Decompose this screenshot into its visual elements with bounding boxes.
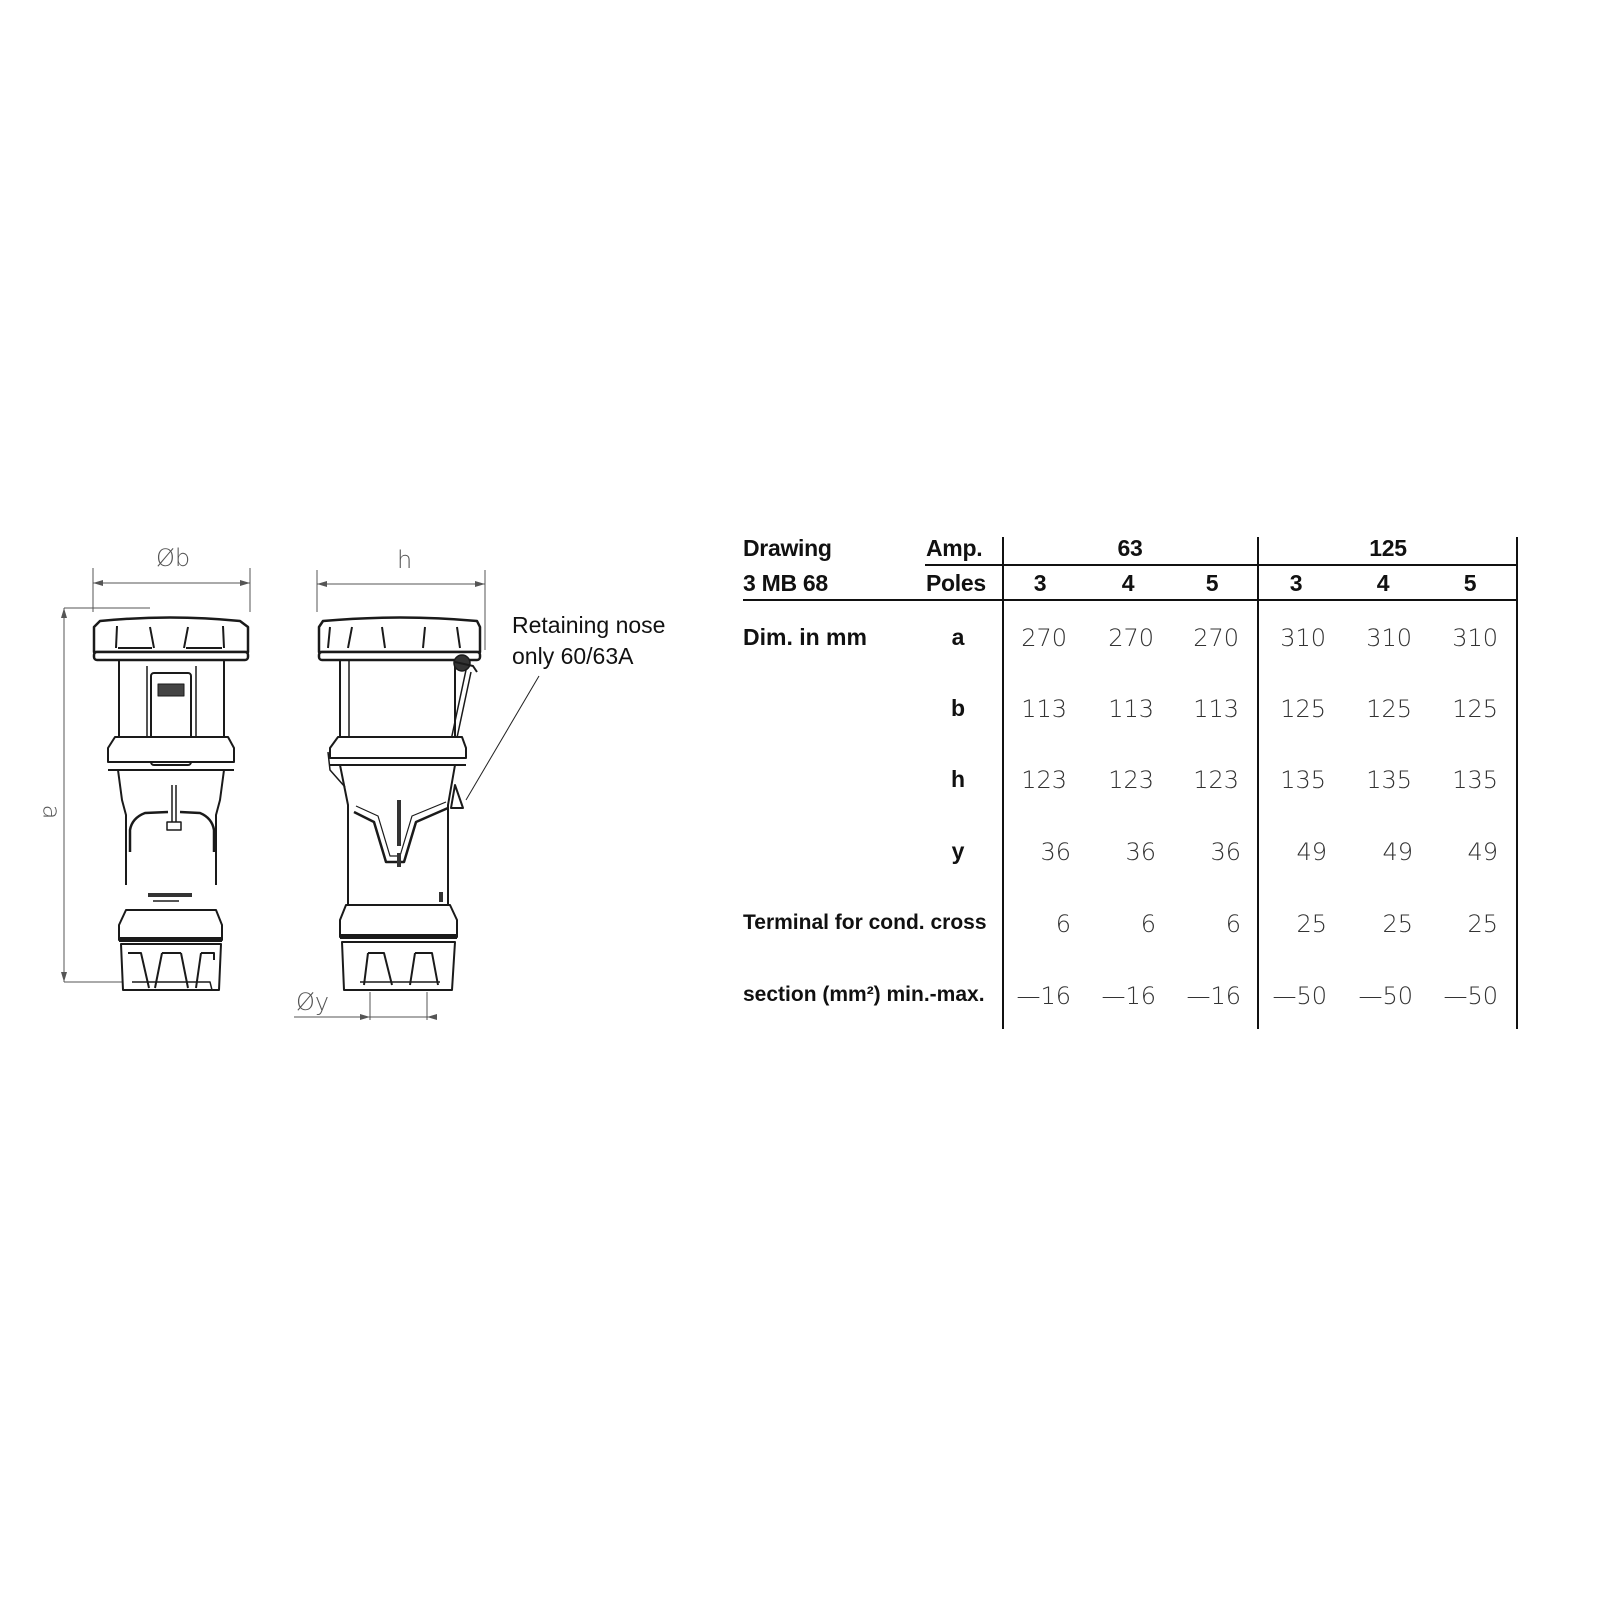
cell-h-125-5: 135	[1452, 766, 1498, 794]
cell-tmin-125-3: 25	[1296, 910, 1327, 938]
poles-header-label: Poles	[926, 570, 986, 596]
dimension-b-label: Øb	[156, 544, 191, 572]
drawing-number: 3 MB 68	[743, 570, 828, 596]
cell-y-63-4: 36	[1125, 838, 1156, 866]
cell-a-125-3: 310	[1280, 624, 1326, 652]
cell-y-125-5: 49	[1467, 838, 1498, 866]
cell-b-125-4: 125	[1366, 695, 1412, 723]
amp-group-125: 125	[1369, 535, 1407, 561]
cell-b-63-4: 113	[1108, 695, 1154, 723]
connector-drawing-svg	[61, 568, 540, 1020]
cell-h-63-5: 123	[1193, 766, 1239, 794]
callout-leader-line	[465, 675, 540, 801]
cell-b-125-3: 125	[1280, 695, 1326, 723]
cell-tmax-63-5: —16	[1186, 982, 1241, 1010]
cell-tmin-125-4: 25	[1382, 910, 1413, 938]
cell-b-63-3: 113	[1021, 695, 1067, 723]
cell-tmax-63-4: —16	[1101, 982, 1156, 1010]
technical-drawing: a Øb h Øy Retaining nose only 60/63A	[0, 0, 720, 1600]
row-key-h: h	[950, 766, 966, 792]
row-key-a: a	[951, 624, 965, 650]
cell-tmin-63-4: 6	[1140, 910, 1156, 938]
front-view	[61, 568, 251, 991]
cell-h-125-3: 135	[1280, 766, 1326, 794]
cell-tmax-125-4: —50	[1358, 982, 1413, 1010]
terminal-label-line1: Terminal for cond. cross	[743, 911, 987, 934]
terminal-label-line2: section (mm²) min.-max.	[743, 983, 985, 1006]
callout-line-1: Retaining nose	[512, 612, 666, 638]
cell-y-63-5: 36	[1210, 838, 1241, 866]
cell-a-63-5: 270	[1193, 624, 1239, 652]
header-rule-amp	[925, 564, 1518, 566]
vertical-rule-2	[1257, 537, 1259, 1029]
dim-in-mm-label: Dim. in mm	[743, 624, 867, 650]
cell-h-63-4: 123	[1108, 766, 1154, 794]
poles-125-3: 3	[1289, 570, 1303, 596]
amp-group-63: 63	[1117, 535, 1143, 561]
retaining-nose-callout: Retaining nose only 60/63A	[512, 610, 665, 672]
cell-a-63-3: 270	[1021, 624, 1067, 652]
cell-y-125-3: 49	[1296, 838, 1327, 866]
cell-tmax-63-3: —16	[1016, 982, 1071, 1010]
poles-63-5: 5	[1205, 570, 1219, 596]
poles-125-5: 5	[1463, 570, 1477, 596]
header-rule-poles	[743, 599, 1518, 601]
cell-tmin-125-5: 25	[1467, 910, 1498, 938]
cell-tmax-125-5: —50	[1443, 982, 1498, 1010]
cell-tmin-63-5: 6	[1225, 910, 1241, 938]
cell-y-63-3: 36	[1040, 838, 1071, 866]
side-view	[294, 570, 486, 1020]
cell-b-125-5: 125	[1452, 695, 1498, 723]
poles-125-4: 4	[1376, 570, 1390, 596]
vertical-rule-1	[1002, 537, 1004, 1029]
dimension-h-label: h	[397, 546, 413, 574]
cell-h-125-4: 135	[1366, 766, 1412, 794]
poles-63-3: 3	[1033, 570, 1047, 596]
row-key-y: y	[951, 838, 965, 864]
cell-tmax-125-3: —50	[1272, 982, 1327, 1010]
row-key-b: b	[950, 695, 966, 721]
cell-a-125-4: 310	[1366, 624, 1412, 652]
dimension-y-label: Øy	[296, 988, 330, 1016]
cell-a-63-4: 270	[1108, 624, 1154, 652]
drawing-label: Drawing	[743, 535, 832, 561]
cell-tmin-63-3: 6	[1055, 910, 1071, 938]
poles-63-4: 4	[1121, 570, 1135, 596]
cell-y-125-4: 49	[1382, 838, 1413, 866]
callout-line-2: only 60/63A	[512, 643, 634, 669]
cell-a-125-5: 310	[1452, 624, 1498, 652]
cell-b-63-5: 113	[1193, 695, 1239, 723]
cell-h-63-3: 123	[1021, 766, 1067, 794]
vertical-rule-3	[1516, 537, 1518, 1029]
amp-header-label: Amp.	[926, 535, 983, 561]
